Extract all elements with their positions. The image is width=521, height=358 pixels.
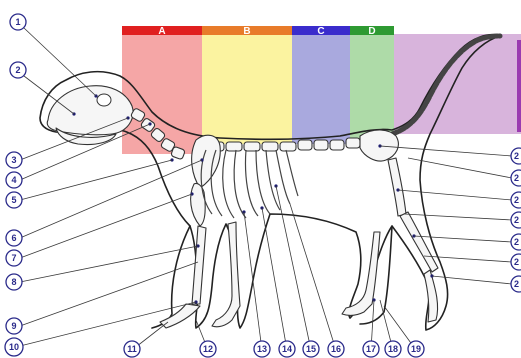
svg-text:2: 2 xyxy=(514,257,519,267)
callout-right-5: 2 xyxy=(511,234,521,250)
front-leg-bones-right xyxy=(212,222,240,327)
svg-text:1: 1 xyxy=(15,17,20,27)
radius-ulna-bone xyxy=(192,226,206,304)
callouts-right: 2 2 2 2 2 2 2 xyxy=(511,148,521,292)
callout-2: 2 xyxy=(10,62,26,78)
callout-right-1: 2 xyxy=(511,148,521,164)
callout-14: 14 xyxy=(279,341,295,357)
callout-right-6: 2 xyxy=(511,254,521,270)
callout-5: 5 xyxy=(6,192,22,208)
svg-text:6: 6 xyxy=(11,233,16,243)
front-paw-bones xyxy=(160,304,200,328)
callout-3: 3 xyxy=(6,152,22,168)
tail-edge-stripe xyxy=(517,40,521,132)
region-zone-d xyxy=(350,34,394,144)
region-label-a: A xyxy=(158,26,165,37)
callout-15: 15 xyxy=(303,341,319,357)
svg-text:2: 2 xyxy=(514,237,519,247)
callout-8: 8 xyxy=(6,274,22,290)
svg-text:14: 14 xyxy=(282,344,292,354)
callout-right-3: 2 xyxy=(511,192,521,208)
svg-text:3: 3 xyxy=(11,155,16,165)
svg-text:15: 15 xyxy=(306,344,316,354)
svg-text:2: 2 xyxy=(514,215,519,225)
callout-18: 18 xyxy=(385,341,401,357)
svg-text:9: 9 xyxy=(11,321,16,331)
svg-text:4: 4 xyxy=(11,175,16,185)
callout-10: 10 xyxy=(5,338,23,356)
callout-11: 11 xyxy=(124,341,140,357)
callout-19: 19 xyxy=(408,341,424,357)
callout-16: 16 xyxy=(328,341,344,357)
region-label-b: B xyxy=(243,26,250,37)
hind-paw-bones xyxy=(424,270,438,322)
svg-text:7: 7 xyxy=(11,253,16,263)
svg-text:18: 18 xyxy=(388,344,398,354)
svg-text:2: 2 xyxy=(514,195,519,205)
region-zone-b xyxy=(202,34,292,144)
eye-orbit xyxy=(97,94,111,106)
callout-1: 1 xyxy=(10,14,26,30)
svg-text:2: 2 xyxy=(514,279,519,289)
hind-leg-bones-left xyxy=(342,232,380,315)
humerus-bone xyxy=(191,183,206,226)
callout-17: 17 xyxy=(363,341,379,357)
callout-7: 7 xyxy=(6,250,22,266)
callout-right-4: 2 xyxy=(511,212,521,228)
svg-text:13: 13 xyxy=(257,344,267,354)
callout-right-2: 2 xyxy=(511,170,521,186)
svg-text:2: 2 xyxy=(514,173,519,183)
callout-right-7: 2 xyxy=(511,276,521,292)
callout-6: 6 xyxy=(6,230,22,246)
region-label-c: C xyxy=(317,26,324,37)
region-label-d: D xyxy=(368,26,375,37)
svg-text:2: 2 xyxy=(15,65,20,75)
callouts-left: 1 2 3 4 5 6 7 8 9 10 xyxy=(5,14,26,356)
scapula-bone xyxy=(192,135,221,188)
svg-text:11: 11 xyxy=(127,344,137,354)
svg-text:5: 5 xyxy=(11,195,16,205)
svg-text:12: 12 xyxy=(203,344,213,354)
svg-text:17: 17 xyxy=(366,344,376,354)
callout-12: 12 xyxy=(200,341,216,357)
callouts-bottom: 11 12 13 14 15 16 17 18 19 xyxy=(124,341,424,357)
svg-text:8: 8 xyxy=(11,277,16,287)
svg-text:16: 16 xyxy=(331,344,341,354)
skull-bone xyxy=(47,86,133,135)
callout-9: 9 xyxy=(6,318,22,334)
svg-text:19: 19 xyxy=(411,344,421,354)
svg-text:10: 10 xyxy=(9,342,19,352)
callout-13: 13 xyxy=(254,341,270,357)
femur-bone xyxy=(388,158,406,216)
region-zone-c xyxy=(292,34,350,144)
callout-4: 4 xyxy=(6,172,22,188)
svg-text:2: 2 xyxy=(514,151,519,161)
